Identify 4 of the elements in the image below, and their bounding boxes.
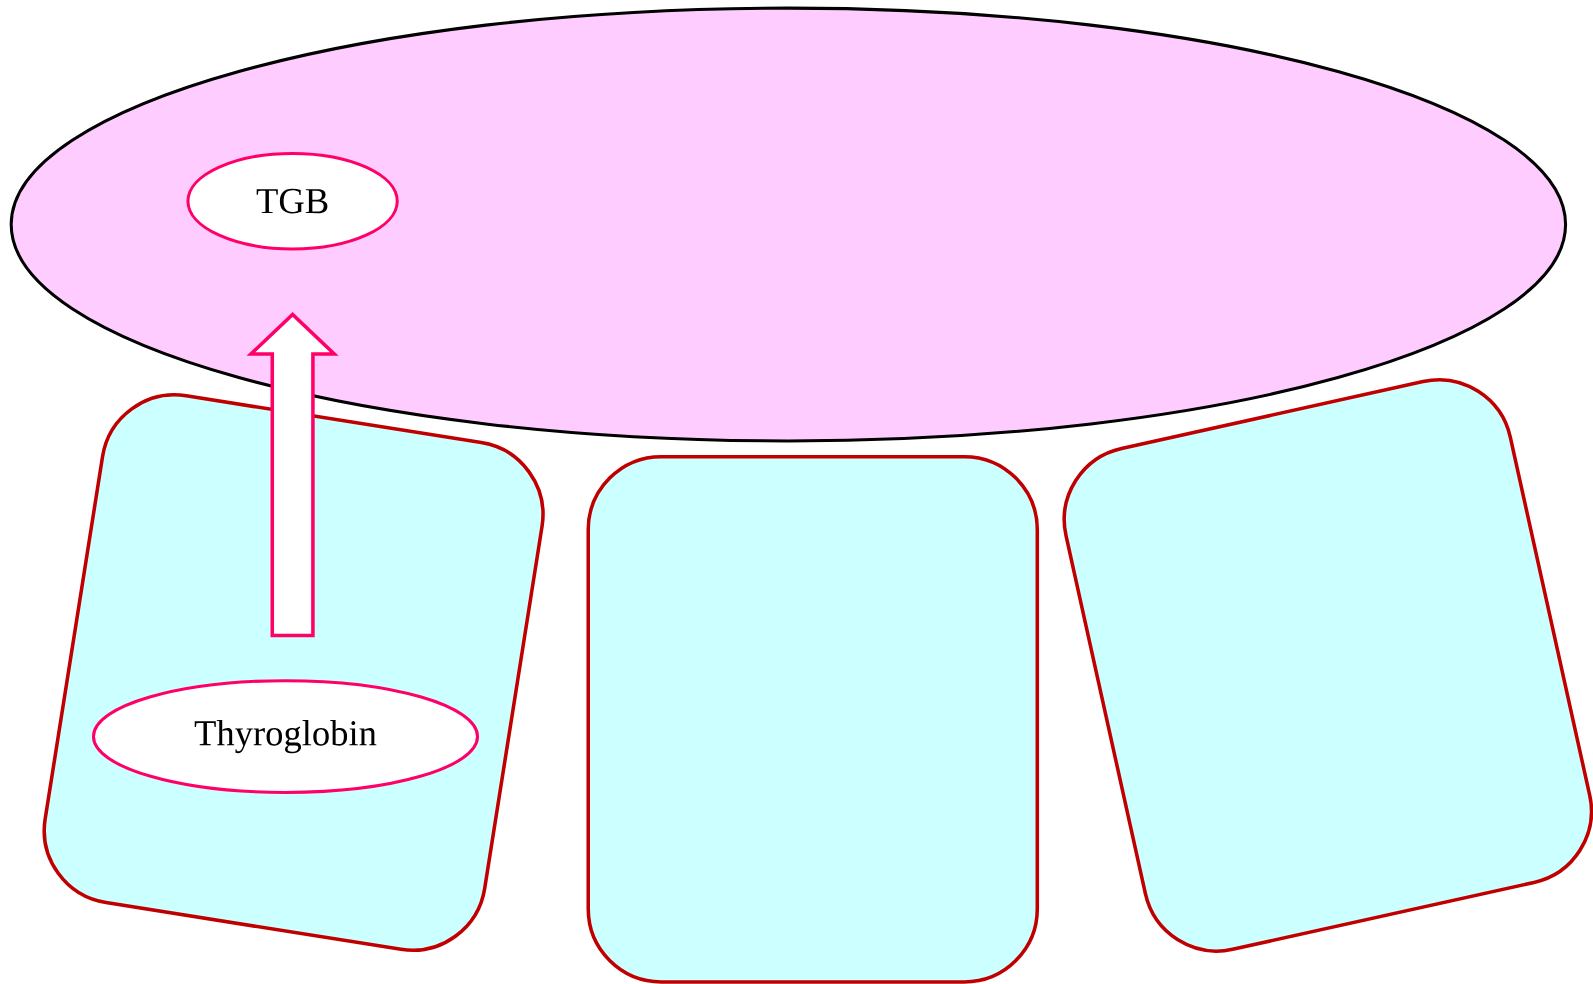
block-arrow [246,311,339,638]
cell-ellipse [9,6,1568,443]
cell-box [1062,377,1593,953]
cell-box [586,454,1040,984]
